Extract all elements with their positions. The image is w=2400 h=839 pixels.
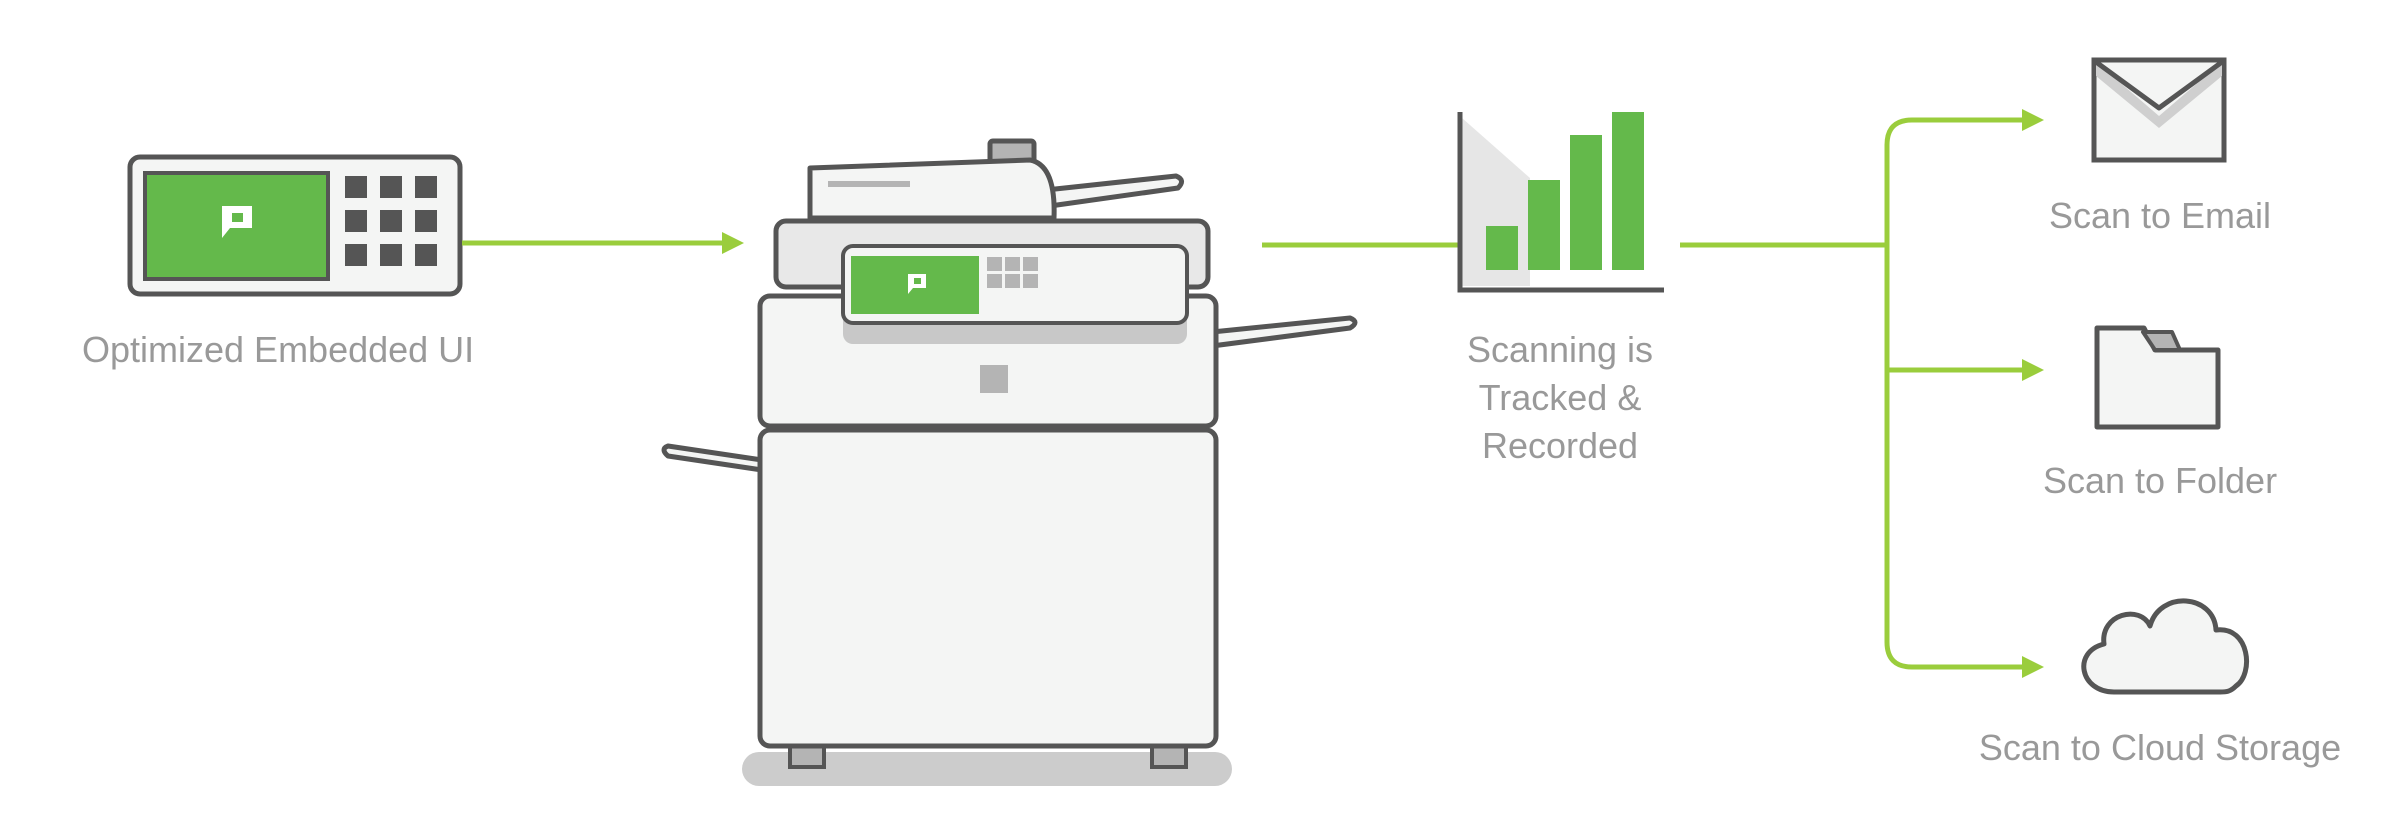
label-tracked-line-2: Tracked &: [1478, 377, 1642, 418]
label-tracked-line-1: Scanning is: [1466, 329, 1654, 370]
embedded-ui-panel-icon: [127, 154, 463, 297]
label-tracked-recorded: Scanning is Tracked & Recorded: [1400, 326, 1720, 470]
label-scan-to-cloud: Scan to Cloud Storage: [1978, 727, 2342, 768]
arrow-to-email: [2022, 109, 2044, 131]
branch-connector: [1680, 117, 2022, 670]
arrow-to-folder: [2022, 359, 2044, 381]
label-scan-to-folder: Scan to Folder: [2042, 460, 2278, 501]
label-embedded-ui: Optimized Embedded UI: [82, 329, 475, 370]
arrow-to-cloud: [2022, 656, 2044, 678]
folder-icon: [2094, 325, 2221, 430]
envelope-icon: [2091, 57, 2227, 163]
cloud-icon: [2081, 598, 2250, 695]
label-tracked-line-3: Recorded: [1481, 425, 1639, 466]
arrow-panel-to-printer: [462, 232, 744, 254]
papercut-logo-icon: [222, 206, 252, 238]
label-scan-to-email: Scan to Email: [2048, 195, 2272, 236]
keypad-icon: [345, 176, 437, 266]
printer-icon: [661, 138, 1358, 786]
bar-chart-icon: [1457, 112, 1664, 293]
